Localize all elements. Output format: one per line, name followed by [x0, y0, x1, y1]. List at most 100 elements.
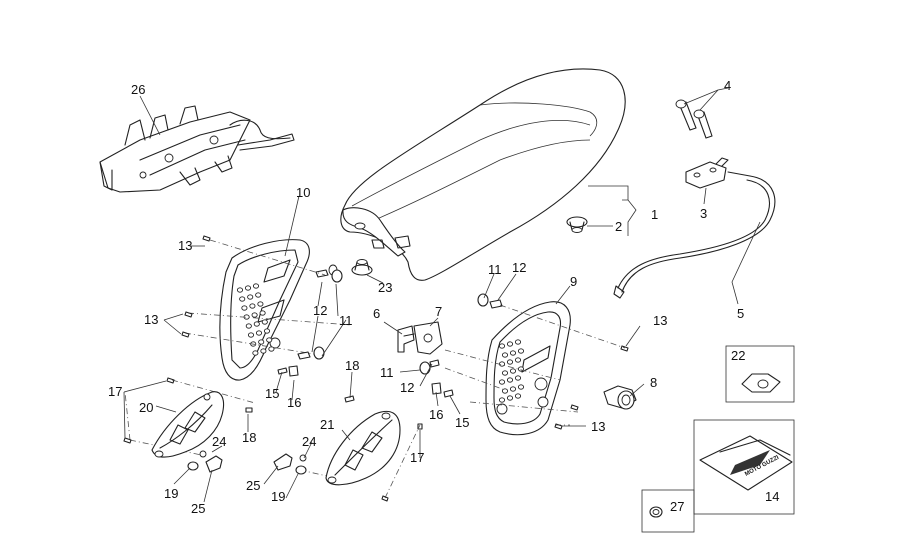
panel-dimple: [252, 283, 260, 289]
panel-dimple: [506, 359, 514, 365]
panel-dimple: [509, 350, 517, 356]
panel-dimple: [501, 388, 509, 394]
callout-25-right: 25: [246, 478, 260, 493]
part-27-box: [641, 489, 695, 533]
callout-18-lower: 18: [242, 430, 256, 445]
panel-10-dimples: [236, 283, 275, 356]
panel-dimple: [247, 332, 255, 338]
panel-dimple: [247, 294, 254, 300]
panel-dimple: [249, 303, 256, 309]
callout-2: 2: [615, 219, 622, 234]
callout-4: 4: [724, 78, 731, 93]
alignment-line: [499, 304, 626, 349]
leader-26: [139, 95, 161, 136]
callout-11-mid: 11: [380, 365, 394, 380]
panel-dimple: [514, 339, 522, 345]
callout-5: 5: [737, 306, 744, 321]
part-2-buffer: [566, 216, 588, 233]
callout-11-upper: 11: [488, 262, 502, 277]
panel-dimple: [251, 312, 258, 318]
callout-19-left: 19: [164, 486, 178, 501]
alignment-line: [187, 312, 353, 326]
panel-dimple: [501, 370, 509, 376]
alignment-line: [184, 332, 321, 356]
panel-dimple: [239, 296, 246, 302]
panel-dimple: [498, 397, 506, 403]
panel-dimple: [241, 305, 248, 311]
callout-26: 26: [131, 82, 145, 97]
callout-13-a: 13: [178, 238, 192, 253]
callout-10: 10: [296, 185, 310, 200]
callout-14: 14: [765, 489, 779, 504]
panel-dimple: [506, 341, 514, 347]
part-9-right-panel: [485, 301, 571, 436]
panel-dimple: [260, 348, 267, 354]
leader-lines: [123, 87, 761, 503]
callout-20: 20: [139, 400, 153, 415]
part-14-box: MOTO GUZZI: [693, 419, 795, 515]
alignment-line: [384, 424, 421, 499]
callout-11-left: 11: [339, 313, 353, 328]
callout-13-d: 13: [591, 419, 605, 434]
panel-dimple: [266, 337, 273, 343]
panel-dimple: [253, 321, 260, 327]
callout-22: 22: [731, 348, 745, 363]
callout-7: 7: [435, 304, 442, 319]
alignment-line: [124, 391, 131, 441]
panel-dimple: [509, 368, 517, 374]
panel-dimple: [236, 287, 244, 293]
callout-12-upper: 12: [512, 260, 526, 275]
panel-dimple: [509, 386, 517, 392]
callout-16-left: 16: [287, 395, 301, 410]
callout-24-right: 24: [302, 434, 316, 449]
panel-dimple: [517, 384, 525, 390]
callout-labels: 1 2 3 4 5 6 7 8 9 10 11 11 11 12 12 12 1…: [108, 78, 779, 516]
panel-dimple: [514, 393, 522, 399]
callout-3: 3: [700, 206, 707, 221]
alignment-line: [469, 401, 579, 413]
callout-23: 23: [378, 280, 392, 295]
callout-8: 8: [650, 375, 657, 390]
panel-dimple: [244, 285, 252, 291]
leader-23: [366, 274, 384, 284]
alignment-line: [444, 367, 506, 391]
callout-13-b: 13: [144, 312, 158, 327]
callout-13-c: 13: [653, 313, 667, 328]
callout-25-left: 25: [191, 501, 205, 516]
panel-dimple: [261, 319, 268, 325]
part-21-heel-guard: [325, 410, 401, 486]
callout-27: 27: [670, 499, 684, 514]
panel-dimple: [501, 352, 509, 358]
leader-1b: [627, 199, 637, 236]
panel-dimple: [252, 350, 259, 356]
panel-dimple: [514, 357, 522, 363]
callout-24-left: 24: [212, 434, 226, 449]
part-8-lock-cylinder: [603, 385, 637, 410]
callout-6: 6: [373, 306, 380, 321]
callout-17-right: 17: [410, 450, 424, 465]
part-23-buffer: [351, 259, 373, 276]
panel-dimple: [255, 292, 262, 298]
panel-dimple: [263, 328, 271, 334]
callout-12-left: 12: [313, 303, 327, 318]
callout-12-mid: 12: [400, 380, 414, 395]
panel-dimple: [259, 310, 266, 316]
alignment-line: [209, 239, 326, 276]
panel-dimple: [506, 377, 514, 383]
panel-dimple: [506, 395, 514, 401]
callout-17-left: 17: [108, 384, 122, 399]
panel-dimple: [255, 330, 263, 336]
callout-18-upper: 18: [345, 358, 359, 373]
callout-1: 1: [651, 207, 658, 222]
panel-dimple: [517, 348, 525, 354]
panel-dimple: [514, 375, 522, 381]
callout-9: 9: [570, 274, 577, 289]
panel-dimple: [257, 301, 264, 307]
part-20-heel-guard: [151, 391, 225, 458]
leader-1a: [588, 185, 629, 201]
callout-16-right: 16: [429, 407, 443, 422]
part-3-4-5-latch-cable: [613, 99, 776, 299]
callout-15-right: 15: [455, 415, 469, 430]
